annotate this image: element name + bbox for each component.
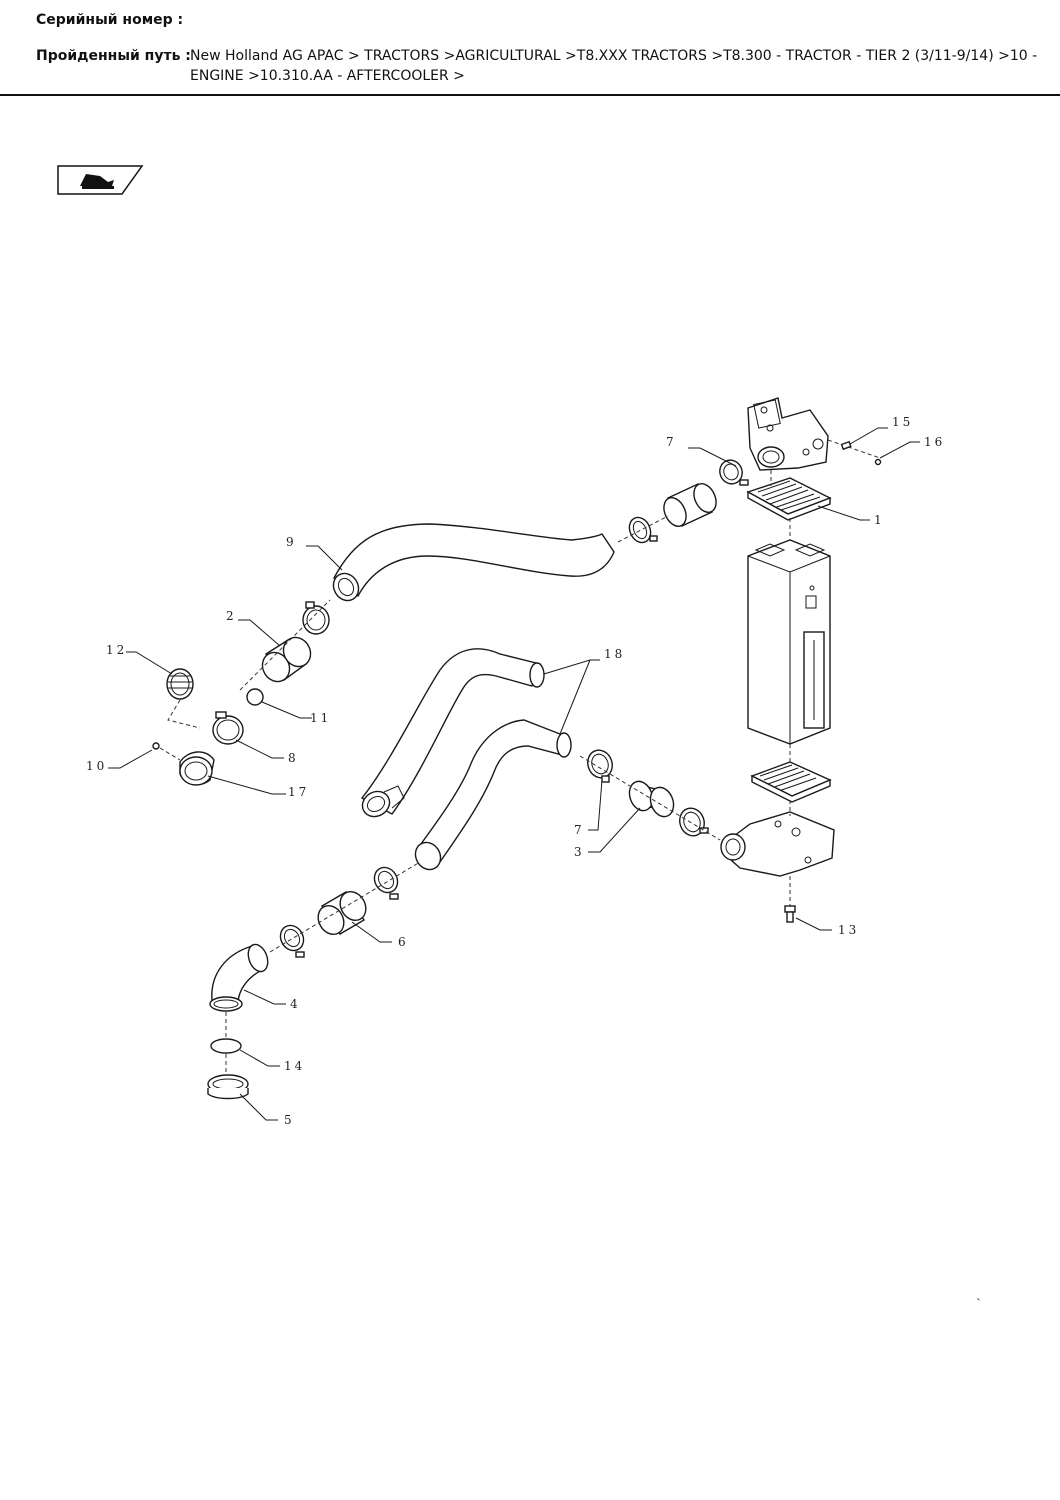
hose-sleeve-part: [628, 780, 675, 818]
callout-11: 11: [310, 711, 331, 725]
hose-sleeve-part: [317, 890, 367, 936]
o-ring-part: [246, 688, 264, 706]
callout-2: 2: [226, 609, 237, 623]
hose-sleeve-part: [261, 636, 312, 683]
o-ring-part: [210, 1012, 242, 1054]
pipe-part: [332, 523, 615, 602]
breadcrumb-label: Пройденный путь :: [36, 48, 191, 64]
callout-9: 9: [286, 535, 297, 549]
callout-8: 8: [288, 751, 299, 765]
callout-17: 17: [288, 785, 309, 799]
bolt-part: [784, 876, 796, 923]
centerline: [617, 515, 669, 543]
clamp-part: [207, 1054, 249, 1100]
upper-gasket-part: [746, 477, 832, 521]
callout-10: 10: [86, 759, 107, 773]
clamp-part: [679, 807, 709, 837]
leader-lines: [108, 427, 920, 1121]
callout-4: 4: [290, 997, 301, 1011]
header-divider: [0, 94, 1060, 96]
screw-part: [827, 439, 882, 466]
stray-mark: `: [976, 1297, 985, 1311]
centerline: [239, 599, 331, 691]
pipe-part: [414, 719, 572, 871]
lower-gasket-part: [750, 761, 832, 803]
callout-16: 16: [924, 435, 945, 449]
clamp-part: [373, 866, 399, 900]
centerline: [269, 861, 421, 953]
callout-12: 12: [106, 643, 127, 657]
hose-sleeve-part: [663, 483, 717, 527]
pipe-part: [360, 648, 545, 818]
breadcrumb-path[interactable]: New Holland AG APAC > TRACTORS >AGRICULT…: [190, 48, 1038, 84]
clamp-part: [166, 668, 194, 700]
lower-tank-part: [720, 811, 835, 877]
book-wrench-icon: [57, 165, 144, 195]
callout-7: 7: [666, 435, 677, 449]
clamp-part: [212, 711, 244, 745]
callout-15: 15: [892, 415, 913, 429]
callout-6: 6: [398, 935, 409, 949]
clamp-part: [587, 749, 613, 783]
centerline: [167, 699, 201, 729]
centerline: [579, 755, 721, 841]
screw-part: [152, 742, 181, 761]
callout-14: 14: [284, 1059, 305, 1073]
callout-1: 1: [874, 513, 885, 527]
clamp-part: [719, 459, 749, 486]
elbow-part: [209, 943, 269, 1012]
clamp-part: [279, 924, 305, 958]
aftercooler-core-part: [747, 539, 831, 745]
callout-18: 18: [604, 647, 625, 661]
callout-5: 5: [284, 1113, 295, 1127]
clamp-part: [302, 601, 330, 635]
callout-13: 13: [838, 923, 859, 937]
elbow-part: [179, 751, 215, 786]
callout-3: 3: [574, 845, 585, 859]
callout-7-lower: 7: [574, 823, 585, 837]
clamp-part: [628, 516, 658, 544]
serial-number-label: Серийный номер :: [36, 12, 184, 28]
upper-tank-part: [747, 397, 829, 471]
